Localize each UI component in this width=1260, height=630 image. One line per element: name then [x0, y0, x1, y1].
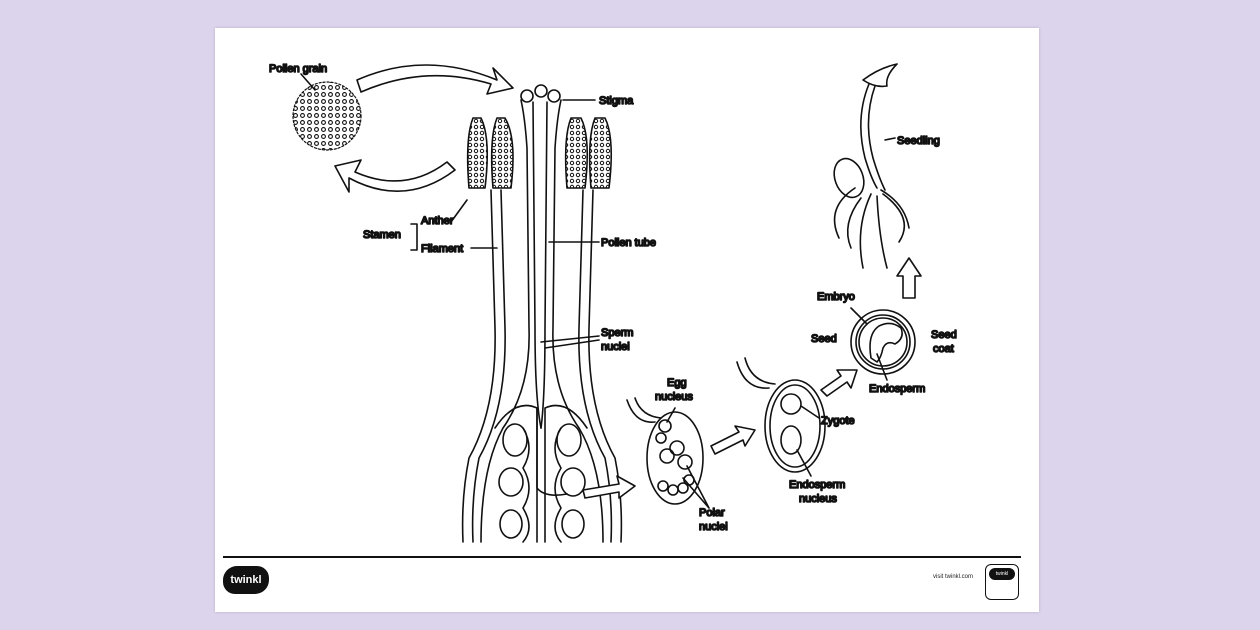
ovule-egg — [626, 397, 704, 505]
fertilization-diagram: Pollen grain Stigma Anther Stamen Filame… — [268, 62, 958, 543]
twinkl-badge-mark: twinkl — [989, 568, 1015, 580]
label-stamen: Stamen — [363, 229, 401, 241]
seedling-pointer — [884, 137, 896, 141]
seedling — [833, 63, 910, 269]
polar-nuclei-pointer — [682, 465, 710, 509]
label-embryo: Embryo — [817, 291, 855, 303]
cycle-arrow-bottom — [334, 159, 456, 193]
zygote-pointer — [800, 405, 820, 419]
ovule-zygote — [736, 357, 826, 473]
label-polar-nuclei-line2: nuclei — [699, 521, 728, 533]
label-pollen-grain: Pollen grain — [269, 63, 327, 75]
label-polar-nuclei-line1: Polar — [699, 507, 725, 519]
egg-nucleus-pointer — [666, 407, 676, 423]
label-egg-nucleus-line1: Egg — [667, 377, 687, 389]
pistil — [480, 84, 604, 543]
worksheet-sheet: Pollen grain Stigma Anther Stamen Filame… — [215, 28, 1039, 612]
ovary-ovules — [494, 404, 588, 543]
label-anther: Anther — [421, 215, 454, 227]
twinkl-logo: twinkl — [223, 566, 269, 594]
label-endosperm-nucleus-line1: Endosperm — [789, 479, 845, 491]
twinkl-badge: twinkl — [985, 564, 1019, 600]
stamen-right — [564, 117, 623, 543]
anther-pointer — [450, 199, 468, 223]
label-seed-coat-line1: Seed — [931, 329, 957, 341]
label-seedling: Seedling — [897, 135, 940, 147]
endosperm-nucleus-pointer — [796, 449, 812, 477]
seed — [850, 309, 916, 375]
label-endosperm: Endosperm — [869, 383, 925, 395]
pollen-grain — [292, 81, 362, 151]
endosperm-pointer — [876, 353, 888, 381]
embryo-pointer — [850, 307, 868, 325]
label-endosperm-nucleus-line2: nucleus — [799, 493, 837, 505]
arrow-to-seed — [820, 369, 858, 397]
pollen-grain-pointer — [300, 73, 316, 91]
visit-link[interactable]: visit twinkl.com — [932, 574, 973, 580]
footer-divider — [223, 556, 1021, 558]
label-sperm-nuclei-line1: Sperm — [601, 327, 633, 339]
stamen-bracket — [410, 223, 418, 251]
label-stigma: Stigma — [599, 95, 634, 107]
arrow-to-zygote — [710, 425, 756, 455]
cycle-arrow-top — [356, 64, 514, 95]
stamen-left — [461, 117, 514, 543]
label-pollen-tube: Pollen tube — [601, 237, 656, 249]
label-zygote: Zygote — [821, 415, 855, 427]
sperm-nuclei-pointer — [540, 335, 600, 349]
arrow-to-ovule — [582, 475, 636, 499]
label-filament: Filament — [421, 243, 463, 255]
arrow-to-seedling — [896, 257, 922, 299]
label-sperm-nuclei-line2: nuclei — [601, 341, 630, 353]
label-egg-nucleus-line2: nucleus — [655, 391, 693, 403]
label-seed-coat-line2: coat — [933, 343, 954, 355]
label-seed: Seed — [811, 333, 837, 345]
